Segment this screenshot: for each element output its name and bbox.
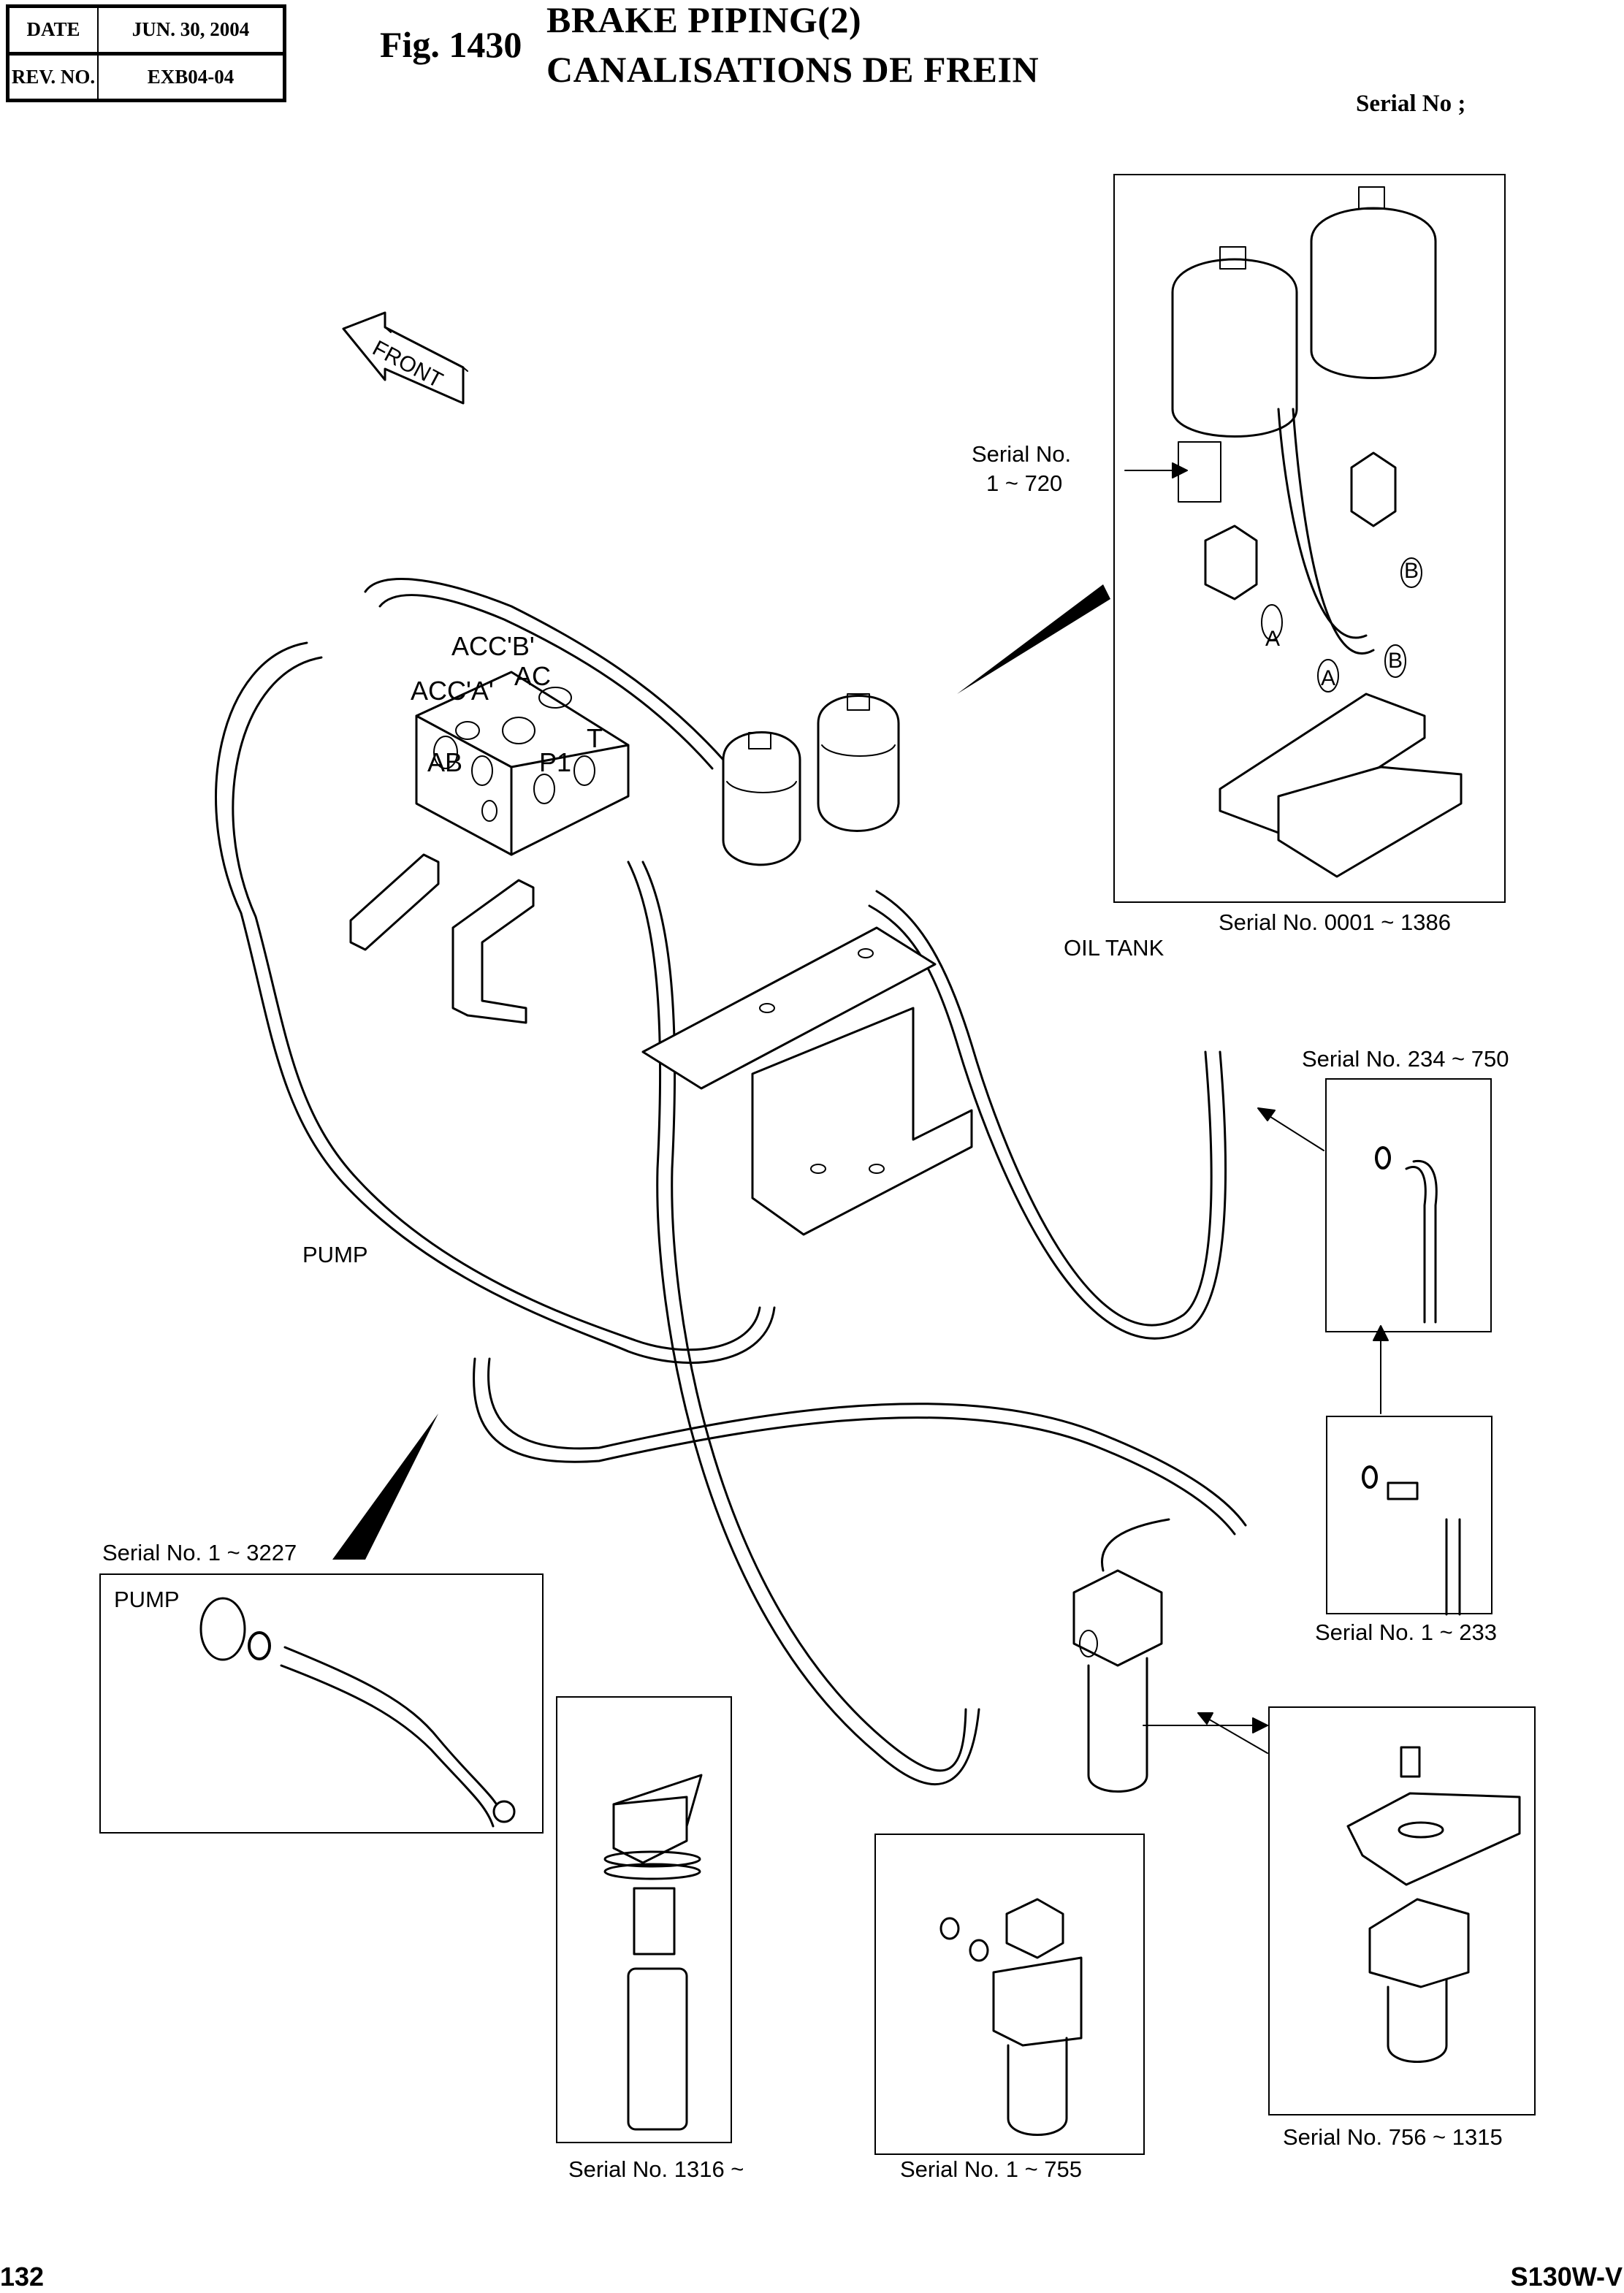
inset-filter-exploded bbox=[556, 1696, 732, 2143]
front-arrow-icon bbox=[342, 311, 468, 405]
inset-oil-tank-straight-caption: Serial No. 1 ~ 233 bbox=[1315, 1619, 1498, 1645]
inset-accumulator-art bbox=[1171, 186, 1463, 878]
title-french: CANALISATIONS DE FREIN bbox=[546, 49, 1040, 90]
rev-value: EXB04-04 bbox=[97, 53, 286, 102]
date-label: DATE bbox=[7, 5, 99, 56]
oil-tank-label: OIL TANK bbox=[1064, 935, 1164, 961]
port-label-t: T bbox=[587, 723, 603, 753]
date-value: JUN. 30, 2004 bbox=[97, 5, 286, 56]
callout-serial-line2: 1 ~ 720 bbox=[986, 470, 1063, 496]
inset-filter-bracket-art bbox=[1346, 1746, 1521, 2063]
port-label-acc-b: ACC'B' bbox=[451, 631, 535, 661]
small-bracket-2 bbox=[451, 879, 535, 1024]
inset-filter-bracket bbox=[1268, 1706, 1536, 2115]
rev-label: REV. NO. bbox=[7, 53, 99, 102]
inset-oil-tank-straight bbox=[1326, 1416, 1493, 1614]
small-bracket-1 bbox=[349, 853, 440, 951]
inset-filter-exploded-art bbox=[603, 1774, 703, 2131]
model-number: S130W-V bbox=[1510, 2262, 1623, 2292]
inset-oil-tank-elbow-caption: Serial No. 234 ~ 750 bbox=[1302, 1046, 1509, 1072]
line-filter-main bbox=[1072, 1518, 1170, 1793]
inset-accumulator-caption: Serial No. 0001 ~ 1386 bbox=[1219, 909, 1451, 935]
port-label-ac: AC bbox=[514, 661, 552, 691]
marker-b-2: B bbox=[1388, 649, 1403, 673]
inset-accumulator bbox=[1113, 174, 1506, 903]
inset-filter-early bbox=[874, 1834, 1145, 2155]
accumulator-main-left bbox=[722, 731, 801, 866]
marker-a-1: A bbox=[1265, 627, 1281, 651]
pump-label: PUMP bbox=[302, 1242, 368, 1267]
inset-filter-exploded-caption: Serial No. 1316 ~ bbox=[568, 2156, 744, 2182]
serial-number-heading: Serial No ; bbox=[1356, 91, 1466, 117]
figure-number: Fig. 1430 bbox=[380, 24, 522, 65]
inset-pump-label: PUMP bbox=[114, 1587, 180, 1612]
marker-b-1: B bbox=[1404, 559, 1419, 583]
port-label-ab: AB bbox=[427, 747, 463, 777]
marker-a-2: A bbox=[1321, 666, 1336, 690]
inset-oil-tank-elbow bbox=[1325, 1078, 1492, 1332]
port-label-p1: P1 bbox=[539, 747, 572, 777]
callout-serial-line1: Serial No. bbox=[972, 441, 1072, 467]
inset-filter-early-caption: Serial No. 1 ~ 755 bbox=[900, 2156, 1083, 2182]
inset-pump-caption: Serial No. 1 ~ 3227 bbox=[102, 1540, 297, 1565]
connector-arrows bbox=[1124, 462, 1389, 1754]
title-english: BRAKE PIPING(2) bbox=[546, 0, 862, 40]
inset-pump-art bbox=[199, 1597, 516, 1828]
main-hoses bbox=[215, 578, 1247, 1785]
inset-filter-bracket-caption: Serial No. 756 ~ 1315 bbox=[1283, 2124, 1503, 2150]
port-label-acc-a: ACC'A' bbox=[411, 676, 494, 706]
inset-pump bbox=[99, 1573, 544, 1834]
page-number: 132 bbox=[0, 2262, 45, 2292]
brake-valve-block bbox=[415, 671, 630, 856]
inset-oil-tank-art bbox=[1362, 1146, 1461, 1616]
accumulator-bracket bbox=[641, 926, 973, 1236]
pointer-to-pump-inset bbox=[332, 1413, 438, 1560]
accumulator-main-right bbox=[817, 693, 900, 832]
inset-filter-early-art bbox=[939, 1898, 1083, 2136]
revision-table: DATE JUN. 30, 2004 REV. NO. EXB04-04 bbox=[6, 4, 286, 102]
pointer-to-upper-inset bbox=[957, 584, 1110, 694]
